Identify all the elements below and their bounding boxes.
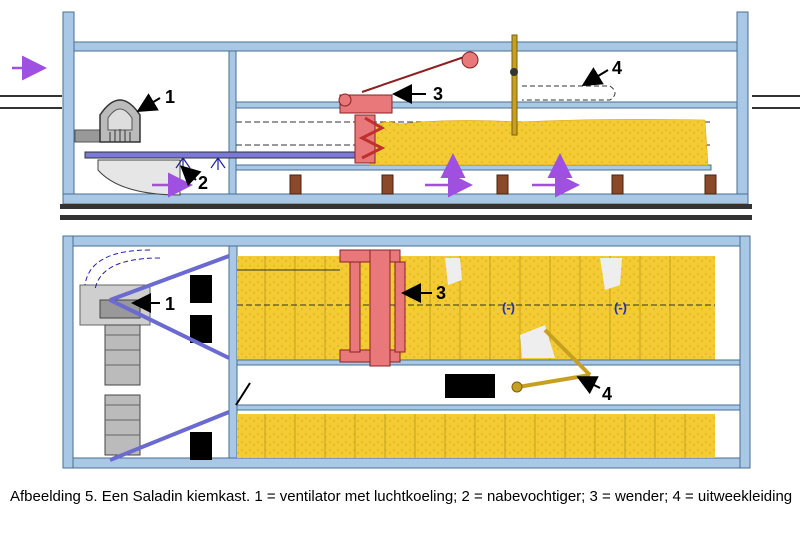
turner-plan — [339, 249, 406, 367]
callout-4-plan: 4 — [602, 384, 612, 404]
fan-housing — [74, 99, 181, 196]
svg-text:(-): (-) — [614, 300, 627, 315]
side-wall-right — [736, 11, 749, 213]
callout-4-side: 4 — [612, 58, 622, 78]
top-rail — [235, 101, 738, 109]
bed-floor — [235, 164, 712, 171]
ground-right — [752, 95, 800, 109]
figure-caption: Afbeelding 5. Een Saladin kiemkast. 1 = … — [10, 488, 793, 505]
svg-text:(-): (-) — [502, 300, 515, 315]
fans-plan — [79, 275, 212, 460]
diagram-svg: 1 2 3 4 (-) (-) — [0, 11, 800, 469]
side-roof-beam — [73, 41, 738, 52]
side-partition — [228, 50, 237, 195]
malt-bed-side — [369, 119, 709, 166]
floor-supports — [289, 174, 717, 195]
corridor-rails — [236, 359, 741, 366]
side-wall-left — [62, 11, 75, 213]
humidifier-pipe — [84, 151, 366, 159]
side-view: 1 2 3 4 — [0, 11, 800, 220]
steep-line-side — [510, 34, 616, 136]
hatch-block — [445, 374, 495, 398]
callout-1-plan: 1 — [165, 294, 175, 314]
callout-3-plan: 3 — [436, 283, 446, 303]
side-floor — [62, 193, 749, 205]
turner-side — [338, 51, 479, 164]
ground-left — [0, 95, 62, 109]
air-ducts-plan — [109, 254, 230, 462]
plan-view: (-) (-) — [62, 235, 751, 469]
callout-1-side: 1 — [165, 87, 175, 107]
saladin-box-diagram: 1 2 3 4 (-) (-) — [0, 11, 800, 469]
malt-bed-upper — [237, 256, 715, 360]
callout-3-side: 3 — [433, 84, 443, 104]
malt-bed-lower — [237, 414, 715, 458]
callout-2-side: 2 — [198, 173, 208, 193]
